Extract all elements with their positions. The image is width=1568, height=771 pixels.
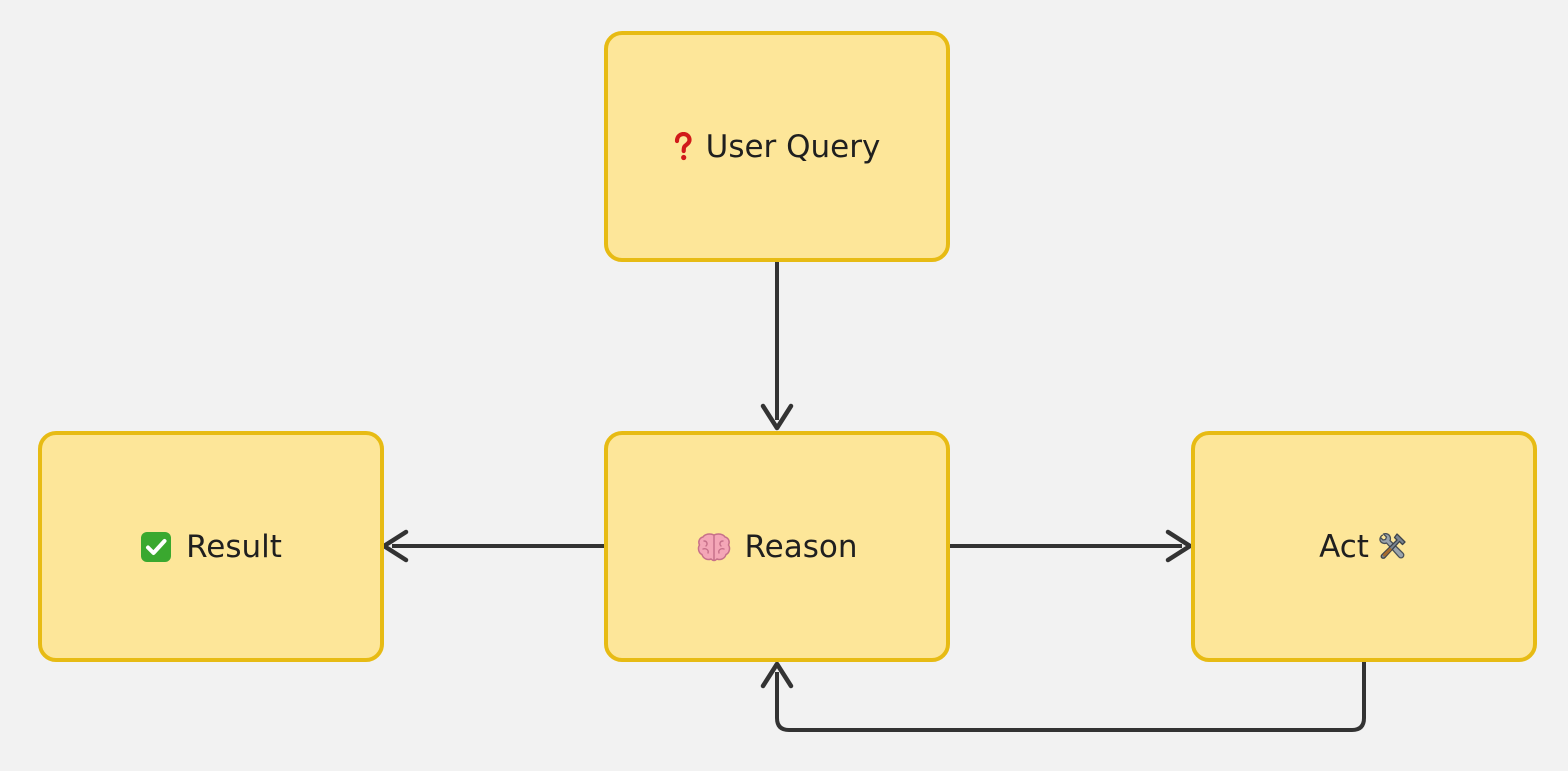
node-reason[interactable]: Reason xyxy=(604,431,950,662)
node-user-query[interactable]: User Query xyxy=(604,31,950,262)
brain-icon xyxy=(697,532,731,562)
arrowhead-icon xyxy=(760,661,794,689)
arrowhead-icon xyxy=(1165,529,1193,563)
node-result[interactable]: Result xyxy=(38,431,384,662)
edge-query-to-reason xyxy=(760,262,794,431)
edge-reason-to-act xyxy=(950,529,1193,563)
node-act-label: Act xyxy=(1319,528,1369,565)
node-result-label-group: Result xyxy=(140,529,282,565)
node-reason-label: Reason xyxy=(744,528,858,565)
hammer-and-wrench-icon xyxy=(1377,531,1409,563)
check-mark-button-icon xyxy=(140,531,172,563)
node-user-query-label: User Query xyxy=(705,128,881,165)
node-act[interactable]: Act xyxy=(1191,431,1537,662)
question-mark-icon xyxy=(674,131,692,162)
arrowhead-icon xyxy=(760,403,794,431)
arrowhead-icon xyxy=(381,529,409,563)
edge-reason-to-result xyxy=(381,529,604,563)
node-reason-label-group: Reason xyxy=(697,528,858,565)
edge-act-to-reason xyxy=(760,661,1366,732)
node-act-label-group: Act xyxy=(1319,529,1409,565)
node-result-label: Result xyxy=(186,528,282,565)
node-user-query-label-group: User Query xyxy=(674,128,881,165)
